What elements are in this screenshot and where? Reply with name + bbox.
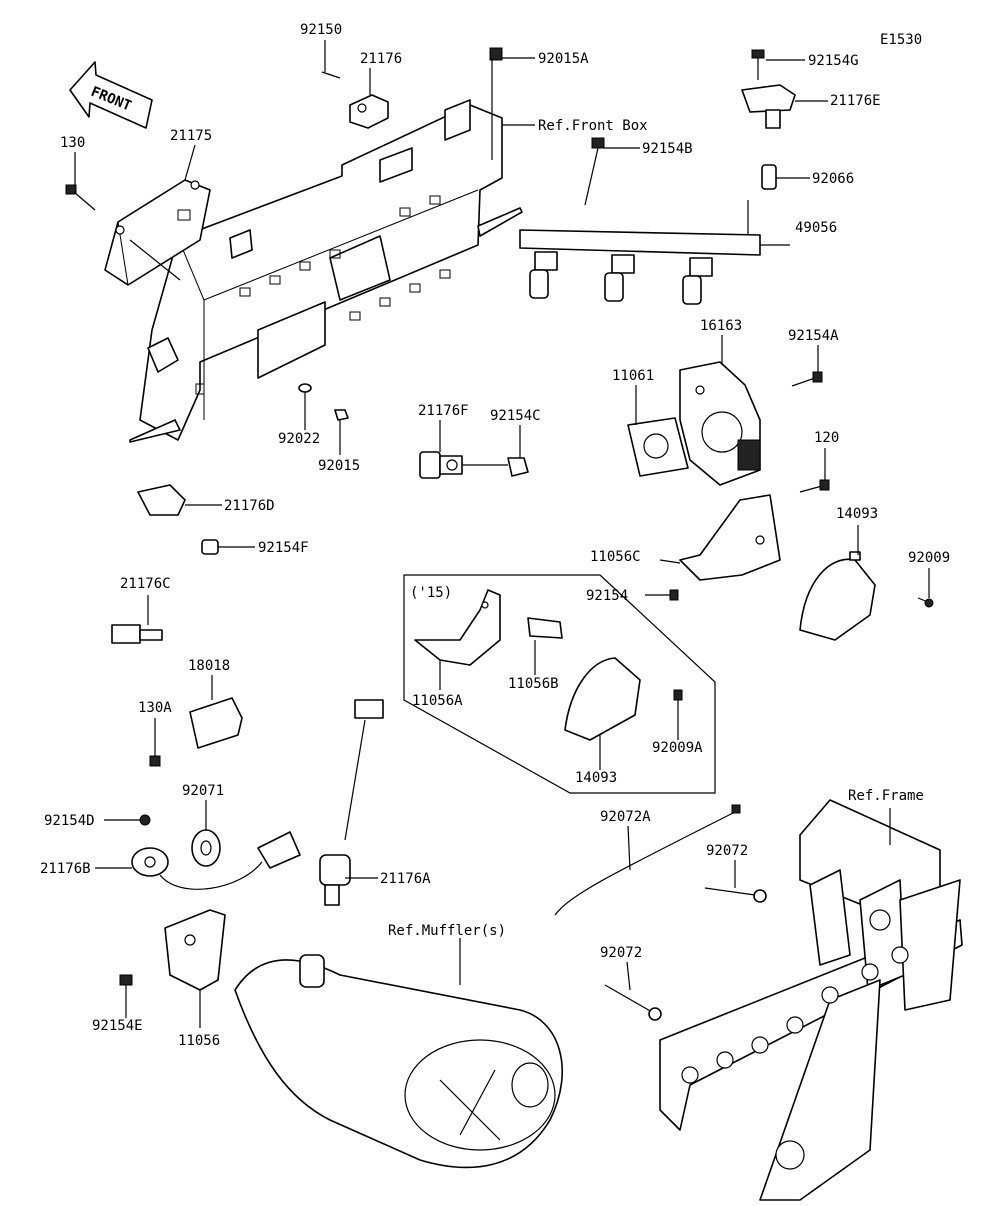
label-21175: 21175 bbox=[170, 128, 212, 144]
bolt-92154G-icon bbox=[751, 49, 765, 80]
leader-lines bbox=[74, 40, 930, 1028]
bracket-11056A-icon bbox=[414, 589, 501, 666]
sensor-21176F-icon bbox=[419, 451, 463, 479]
bolt-92154F-icon bbox=[201, 539, 219, 555]
label-49056: 49056 bbox=[795, 220, 837, 236]
label-11061: 11061 bbox=[612, 368, 654, 384]
label-ref-frame: Ref.Frame bbox=[848, 788, 924, 804]
bolt-92154C-icon bbox=[507, 457, 529, 477]
cover-14093-icon bbox=[799, 551, 876, 641]
throttle-body-16163-icon bbox=[679, 361, 761, 486]
bolt-130-icon bbox=[65, 184, 96, 211]
bolt-130A-icon bbox=[149, 755, 161, 767]
label-92154G: 92154G bbox=[808, 53, 859, 69]
label-11056B: 11056B bbox=[508, 676, 559, 692]
bolt-92154A-icon bbox=[791, 371, 823, 387]
label-92154: 92154 bbox=[586, 588, 628, 604]
nut-92015-icon bbox=[334, 409, 349, 421]
screw-92150-icon bbox=[321, 71, 341, 79]
label-21176F: 21176F bbox=[418, 403, 469, 419]
label-92071: 92071 bbox=[182, 783, 224, 799]
screw-92009-icon bbox=[917, 597, 934, 608]
label-21176A: 21176A bbox=[380, 871, 431, 887]
clip-92015A-icon bbox=[489, 47, 503, 61]
label-92009: 92009 bbox=[908, 550, 950, 566]
label-130A: 130A bbox=[138, 700, 172, 716]
muffler-icon bbox=[234, 954, 563, 1169]
label-92154C: 92154C bbox=[490, 408, 541, 424]
sensor-21176E-icon bbox=[741, 84, 796, 129]
label-14093: 14093 bbox=[836, 506, 878, 522]
bolt-92154B-icon bbox=[584, 137, 605, 206]
sensor-21176D-icon bbox=[137, 484, 186, 516]
label-92154F: 92154F bbox=[258, 540, 309, 556]
label-21176D: 21176D bbox=[224, 498, 275, 514]
label-92015A: 92015A bbox=[538, 51, 589, 67]
bracket-11056C-icon bbox=[679, 494, 781, 581]
sensor-21176B-icon bbox=[131, 831, 301, 890]
sensor-21176A-icon bbox=[319, 699, 384, 906]
label-92022: 92022 bbox=[278, 431, 320, 447]
label-21176C: 21176C bbox=[120, 576, 171, 592]
label-11056A: 11056A bbox=[412, 693, 463, 709]
label-92066: 92066 bbox=[812, 171, 854, 187]
front-arrow-icon: FRONT bbox=[69, 61, 153, 129]
label-92009A: 92009A bbox=[652, 740, 703, 756]
label-92072-lower: 92072 bbox=[600, 945, 642, 961]
label-130: 130 bbox=[60, 135, 85, 151]
gasket-11061-icon bbox=[627, 417, 689, 477]
sensor-21176C-icon bbox=[111, 624, 163, 644]
label-ref-muffler: Ref.Muffler(s) bbox=[388, 923, 506, 939]
bolt-92154E-icon bbox=[119, 974, 133, 986]
label-92154E: 92154E bbox=[92, 1018, 143, 1034]
label-92015: 92015 bbox=[318, 458, 360, 474]
washer-92022-icon bbox=[298, 383, 312, 393]
screw-92154-icon bbox=[669, 589, 679, 601]
grommet-92071-icon bbox=[191, 829, 221, 867]
label-92072-upper: 92072 bbox=[706, 843, 748, 859]
cover-14093-15-icon bbox=[564, 657, 641, 741]
sensor-21176-icon bbox=[349, 94, 389, 129]
label-21176B: 21176B bbox=[40, 861, 91, 877]
cable-tie-92072A-icon bbox=[554, 804, 741, 916]
front-box-icon bbox=[129, 99, 523, 443]
clamp-92072-icon bbox=[704, 887, 767, 903]
label-120: 120 bbox=[814, 430, 839, 446]
label-92150: 92150 bbox=[300, 22, 342, 38]
label-11056C: 11056C bbox=[590, 549, 641, 565]
injector-icon bbox=[682, 257, 713, 305]
cap-92066-icon bbox=[761, 164, 777, 190]
diagram-code: E1530 bbox=[880, 32, 922, 48]
bolt-120-icon bbox=[799, 479, 830, 493]
label-92154D: 92154D bbox=[44, 813, 95, 829]
label-18018: 18018 bbox=[188, 658, 230, 674]
bracket-11056-icon bbox=[164, 909, 226, 991]
label-92154A: 92154A bbox=[788, 328, 839, 344]
label-92072A: 92072A bbox=[600, 809, 651, 825]
year-15-label: ('15) bbox=[410, 585, 452, 601]
label-ref-front-box: Ref.Front Box bbox=[538, 118, 648, 134]
label-21176E: 21176E bbox=[830, 93, 881, 109]
bracket-11056B-icon bbox=[527, 617, 563, 639]
frame-icon bbox=[659, 799, 963, 1201]
year-15-box: ('15) bbox=[403, 574, 716, 794]
injector-icon bbox=[604, 254, 635, 302]
label-21176: 21176 bbox=[360, 51, 402, 67]
screw-92009A-icon bbox=[673, 689, 683, 701]
label-16163: 16163 bbox=[700, 318, 742, 334]
injector-icon bbox=[529, 251, 558, 299]
bracket-18018-icon bbox=[189, 697, 243, 749]
label-11056: 11056 bbox=[178, 1033, 220, 1049]
label-14093-15: 14093 bbox=[575, 770, 617, 786]
bolt-92154D-icon bbox=[139, 814, 151, 826]
fuel-rail-49056-icon bbox=[519, 200, 761, 305]
clamp-92072-icon bbox=[604, 984, 662, 1021]
label-92154B: 92154B bbox=[642, 141, 693, 157]
